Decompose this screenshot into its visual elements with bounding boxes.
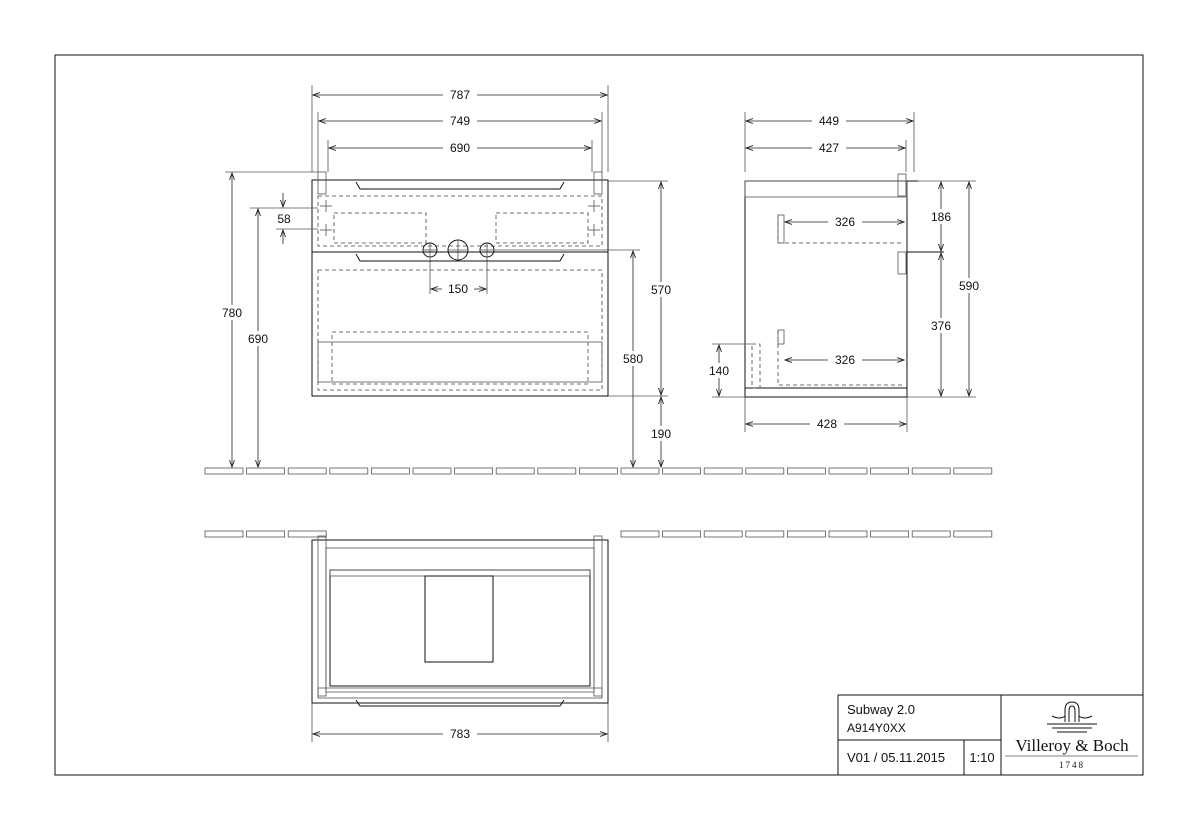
dim-side-depth: 449: [819, 114, 839, 128]
dim-inner-width: 749: [450, 114, 470, 128]
tile: [828, 467, 868, 475]
dim-top-height: 690: [248, 332, 268, 346]
tile: [703, 530, 743, 538]
tile: [246, 467, 286, 475]
tile: [953, 467, 993, 475]
tile: [870, 467, 909, 475]
dim-cabinet-height: 570: [651, 283, 671, 297]
tile: [911, 530, 951, 538]
dim-drain-spacing: 150: [448, 282, 468, 296]
tile: [537, 467, 577, 475]
dim-plinth-height: 140: [709, 364, 729, 378]
dim-overall-width: 787: [450, 88, 470, 102]
tile: [579, 467, 618, 475]
floor-tiles-elevation: [204, 467, 993, 475]
tile: [454, 467, 494, 475]
tile: [287, 467, 327, 475]
wall-tiles-plan: [204, 530, 993, 538]
tile: [662, 530, 701, 538]
tile: [787, 467, 826, 475]
dim-basin-width: 690: [450, 141, 470, 155]
tile: [745, 530, 785, 538]
dim-lower-drawer-depth: 326: [835, 353, 855, 367]
brand-logo-icon: [1047, 701, 1097, 733]
tile: [911, 467, 951, 475]
tile: [287, 530, 327, 538]
tile: [620, 530, 660, 538]
top-view: 783: [311, 535, 609, 742]
tile: [828, 530, 868, 538]
dim-lower-drawer-height: 376: [931, 319, 951, 333]
dim-upper-drawer-depth: 326: [835, 215, 855, 229]
tile: [620, 467, 660, 475]
title-block: Subway 2.0 A914Y0XX V01 / 05.11.2015 1:1…: [837, 694, 1144, 776]
dim-drain-height: 580: [623, 352, 643, 366]
drawing-scale: 1:10: [969, 750, 994, 765]
front-view: 787 749 690 150: [218, 85, 675, 467]
dim-side-inner-depth: 427: [819, 141, 839, 155]
tile: [953, 530, 993, 538]
tile: [412, 467, 452, 475]
tile: [329, 467, 369, 475]
tile: [787, 530, 826, 538]
sheet-frame: [54, 54, 1144, 776]
tile: [204, 530, 244, 538]
dim-tap-offset: 58: [277, 212, 291, 226]
dim-side-overall-height: 590: [959, 279, 979, 293]
brand-name: Villeroy & Boch: [1015, 736, 1129, 755]
tile: [662, 467, 701, 475]
tile: [495, 467, 535, 475]
tile: [870, 530, 909, 538]
dim-total-height: 780: [222, 306, 242, 320]
dim-upper-drawer-height: 186: [931, 210, 951, 224]
brand-year: 1748: [1059, 760, 1085, 770]
tile: [703, 467, 743, 475]
tile: [246, 530, 286, 538]
article-number: A914Y0XX: [847, 721, 906, 735]
tile: [745, 467, 785, 475]
product-name: Subway 2.0: [847, 702, 915, 717]
side-view: 449 427 326 326 140: [704, 112, 983, 432]
dim-floor-clearance: 190: [651, 427, 671, 441]
tile: [204, 467, 244, 475]
dim-side-base-depth: 428: [817, 417, 837, 431]
version-date: V01 / 05.11.2015: [847, 750, 945, 765]
dim-top-view-width: 783: [450, 727, 470, 741]
tile: [370, 467, 410, 475]
